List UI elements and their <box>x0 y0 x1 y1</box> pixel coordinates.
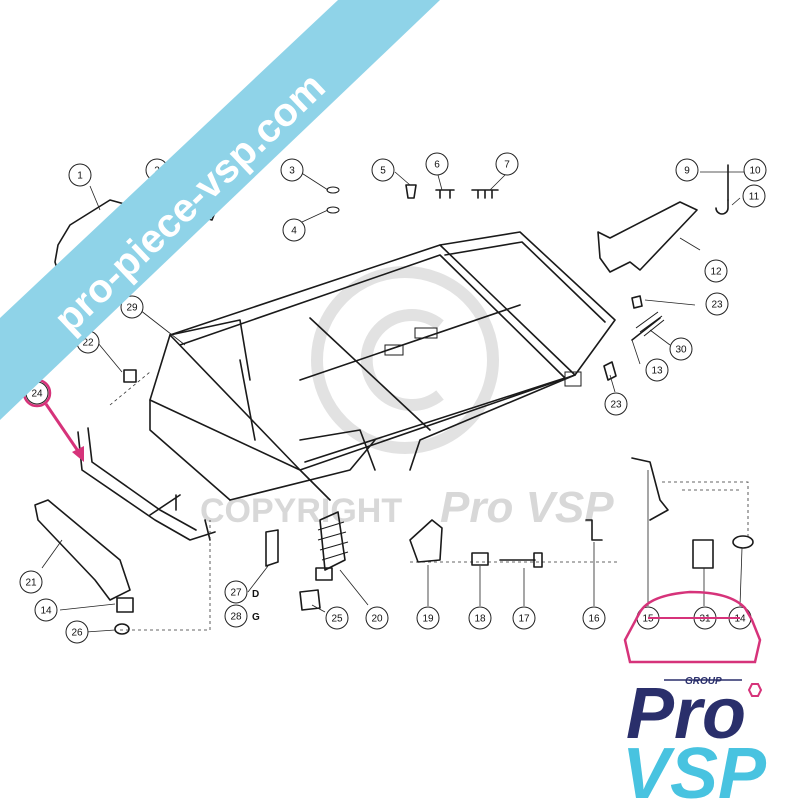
part-22-block <box>123 369 137 383</box>
part-19-plate <box>409 519 443 563</box>
site-banner: pro-piece-vsp.com <box>0 0 440 420</box>
callout-25: 25 <box>325 606 349 630</box>
watermark-brand-text: Pro VSP <box>440 483 614 532</box>
callout-label: 14 <box>734 614 746 625</box>
callout-label: 12 <box>710 267 722 278</box>
callout-4: 4 <box>282 218 306 242</box>
banner-text: pro-piece-vsp.com <box>46 64 334 341</box>
callout-label: 11 <box>749 192 760 203</box>
callout-label: 20 <box>371 614 383 625</box>
callout-10: 10 <box>743 158 767 182</box>
part-18-sleeve <box>471 552 489 566</box>
callout-26: 26 <box>65 620 89 644</box>
callout-20: 20 <box>365 606 389 630</box>
banner-stripe <box>0 0 440 420</box>
callout-7: 7 <box>495 152 519 176</box>
callout-30: 30 <box>669 337 693 361</box>
callout-29: 29 <box>120 295 144 319</box>
part-21-arm <box>34 499 131 601</box>
callout-23: 23 <box>705 292 729 316</box>
callout-label: 25 <box>331 614 343 625</box>
callout-12: 12 <box>704 259 728 283</box>
callout-6: 6 <box>425 152 449 176</box>
callout-3: 3 <box>280 158 304 182</box>
callout-label: 29 <box>126 303 138 314</box>
car-outline <box>623 590 762 664</box>
callout-label: 13 <box>651 366 663 377</box>
callout-27: 27 <box>224 580 248 604</box>
callout-label: 3 <box>289 166 295 177</box>
callout-9: 9 <box>675 158 699 182</box>
callout-label: 9 <box>684 166 690 177</box>
callout-23: 23 <box>604 392 628 416</box>
part-16-clip <box>585 519 603 541</box>
variant-letter-d: D <box>252 589 259 600</box>
callout-16: 16 <box>582 606 606 630</box>
callout-label: 27 <box>230 588 242 599</box>
callout-label: 7 <box>504 160 510 171</box>
part-17-bolt <box>499 552 543 568</box>
provsp-logo: GROUP Pro VSP <box>622 590 767 800</box>
callout-11: 11 <box>742 184 766 208</box>
callout-label: 23 <box>711 300 723 311</box>
part-25-clamp <box>299 589 321 611</box>
callout-label: 5 <box>380 166 386 177</box>
callout-label: 26 <box>71 628 83 639</box>
callout-label: 1 <box>77 171 83 182</box>
part-20-spring <box>315 511 349 581</box>
callout-label: 24 <box>31 389 43 400</box>
callout-14: 14 <box>34 598 58 622</box>
chassis-frame <box>149 231 616 501</box>
callout-label: 18 <box>474 614 486 625</box>
callout-label: 19 <box>422 614 434 625</box>
part-5-6-7-clips <box>405 184 499 199</box>
callout-1: 1 <box>68 163 92 187</box>
part-14-26-bush <box>114 597 134 635</box>
callout-28: 28 <box>224 604 248 628</box>
logo-group-text: GROUP <box>685 676 722 687</box>
callout-label: 22 <box>82 338 94 349</box>
callout-label: 30 <box>675 345 687 356</box>
callout-13: 13 <box>645 358 669 382</box>
part-13-30-damper <box>603 295 665 381</box>
callout-5: 5 <box>371 158 395 182</box>
part-15-31-14-mount <box>631 457 754 569</box>
callout-label: 23 <box>610 400 622 411</box>
callout-18: 18 <box>468 606 492 630</box>
watermark-copyright-text: COPYRIGHT <box>200 492 402 530</box>
part-24-bumper-bar <box>77 427 216 541</box>
logo-vsp-text: VSP <box>622 734 767 800</box>
part-9-10-11-hook <box>700 164 745 215</box>
callout-label: 28 <box>230 612 242 623</box>
logo-pro-text: Pro <box>626 674 746 754</box>
callout-19: 19 <box>416 606 440 630</box>
hex-nut-icon <box>747 683 763 697</box>
callout-label: 4 <box>291 226 297 237</box>
callout-21: 21 <box>19 570 43 594</box>
callout-17: 17 <box>512 606 536 630</box>
variant-letter-g: G <box>252 612 260 623</box>
assembly-guide-lines <box>109 371 749 631</box>
callout-label: 17 <box>518 614 530 625</box>
callout-label: 14 <box>40 606 52 617</box>
part-12-bracket <box>597 201 698 273</box>
part-3-4-washers <box>326 186 340 214</box>
callout-label: 21 <box>25 578 37 589</box>
callout-label: 10 <box>749 166 761 177</box>
callout-label: 6 <box>434 160 440 171</box>
callout-label: 16 <box>588 614 600 625</box>
part-27-bracket <box>265 529 279 567</box>
copyright-watermark: COPYRIGHT Pro VSP <box>200 266 614 532</box>
leader-lines <box>41 171 743 633</box>
